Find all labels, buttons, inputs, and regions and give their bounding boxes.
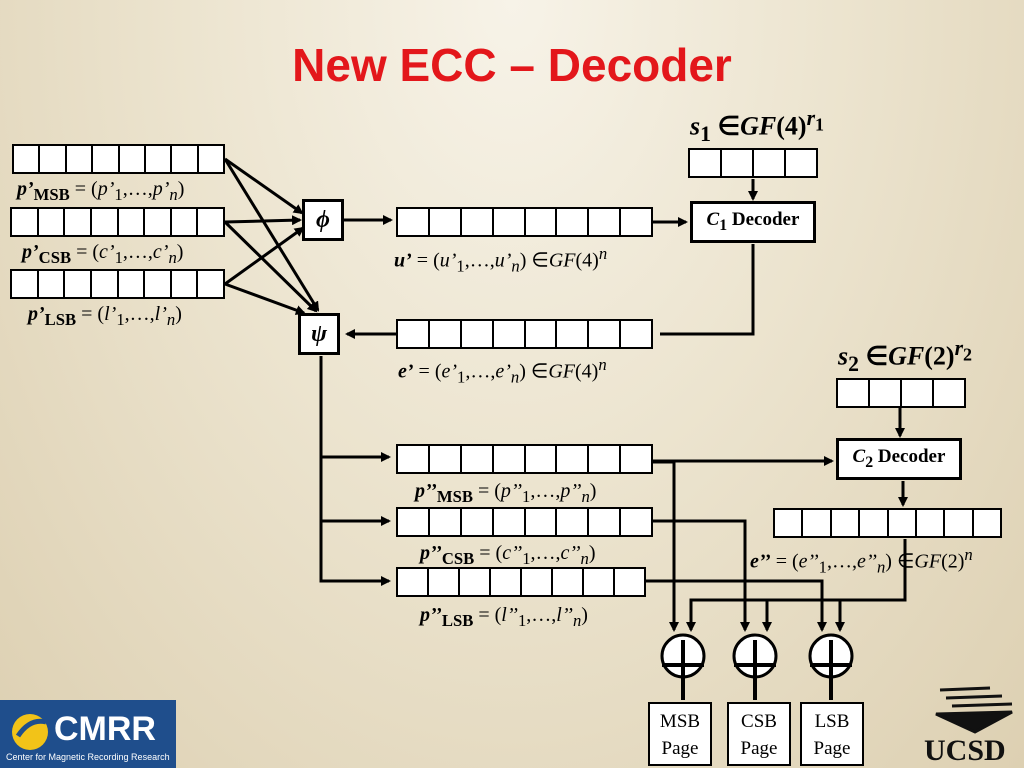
c2-decoder: C2 Decoder [836, 438, 962, 480]
register-s2 [836, 378, 966, 408]
cmrr-name: CMRR [54, 710, 156, 748]
register-pp-lsb [396, 567, 646, 597]
syndrome-s1-label: s1 ∈GF(4)r1 [690, 106, 825, 146]
xor-msb-icon [660, 633, 706, 700]
label-pp-csb: p’’CSB = (c’’1,…,c’’n) [420, 542, 596, 568]
ucsd-logo-icon [935, 686, 1013, 734]
cmrr-subtitle: Center for Magnetic Recording Research [6, 752, 170, 762]
label-p-lsb: p’LSB = (l’1,…,l’n) [28, 303, 182, 329]
phi-operator: ϕ [302, 199, 344, 241]
cmrr-logo: CMRR Center for Magnetic Recording Resea… [0, 700, 176, 768]
label-p-msb: p’MSB = (p’1,…,p’n) [17, 178, 185, 204]
label-e1: e’ = (e’1,…,e’n) ∈GF(4)n [398, 355, 607, 387]
slide-title: New ECC – Decoder [292, 39, 732, 91]
label-pp-lsb: p’’LSB = (l’’1,…,l’’n) [420, 604, 588, 630]
c1-decoder: C1 Decoder [690, 201, 816, 243]
register-e2 [773, 508, 1002, 538]
xor-lsb-icon [808, 633, 854, 700]
psi-operator: ψ [298, 313, 340, 355]
label-pp-msb: p’’MSB = (p’’1,…,p’’n) [415, 480, 597, 506]
register-e1 [396, 319, 653, 349]
xor-csb-icon [732, 633, 778, 700]
register-p-lsb [10, 269, 225, 299]
psi-symbol: ψ [310, 320, 328, 347]
register-p-csb [10, 207, 225, 237]
register-s1 [688, 148, 818, 178]
label-p-csb: p’CSB = (c’1,…,c’n) [22, 241, 184, 267]
label-e2: e’’ = (e’’1,…,e’’n) ∈GF(2)n [750, 545, 973, 577]
register-u [396, 207, 653, 237]
syndrome-s2-label: s2 ∈GF(2)r2 [838, 336, 973, 376]
phi-symbol: ϕ [316, 206, 330, 233]
ucsd-name: UCSD [924, 734, 1006, 767]
cmrr-emblem-icon [12, 714, 48, 750]
label-u: u’ = (u’1,…,u’n) ∈GF(4)n [394, 244, 608, 276]
register-pp-csb [396, 507, 653, 537]
register-pp-msb [396, 444, 653, 474]
register-p-msb [12, 144, 225, 174]
